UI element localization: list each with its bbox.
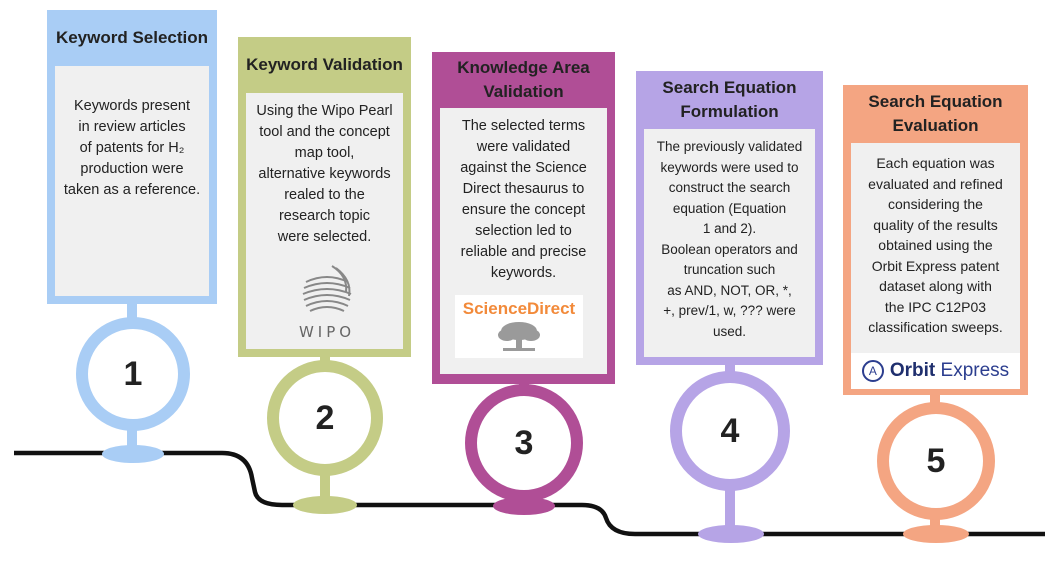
sciencedirect-logo-text: ScienceDirect	[462, 299, 576, 318]
step-2-description: Using the Wipo Pearl tool and the concep…	[246, 93, 403, 349]
step-5-title: Search Equation Evaluation	[868, 92, 1003, 135]
step-1-card: Keyword Selection Keywords present in re…	[47, 10, 217, 304]
step-1-description: Keywords present in review articles of p…	[55, 66, 209, 296]
step-3-marker: 3	[465, 384, 583, 502]
tree-icon	[498, 322, 540, 351]
step-2-marker: 2	[267, 360, 383, 476]
step-2-card: Keyword Validation Using the Wipo Pearl …	[238, 37, 411, 357]
step-4-card: Search Equation Formulation The previous…	[636, 71, 823, 365]
wipo-globe-icon	[302, 265, 352, 312]
step-4-title: Search Equation Formulation	[662, 78, 797, 121]
orbit-express-logo: A Orbit Express	[851, 353, 1020, 389]
step-2-title: Keyword Validation	[246, 55, 403, 74]
step-3-title: Knowledge Area Validation	[457, 58, 590, 101]
orbit-logo-text: Orbit Express	[889, 360, 1010, 381]
step-2-base	[293, 496, 357, 514]
step-4-description: The previously validated keywords were u…	[644, 129, 815, 357]
sciencedirect-logo: ScienceDirect	[455, 295, 583, 358]
orbit-logo-icon: A	[861, 360, 884, 382]
step-1-base	[102, 445, 164, 463]
step-5-description: Each equation was evaluated and refined …	[851, 143, 1020, 353]
step-1-title: Keyword Selection	[55, 28, 209, 47]
step-5-marker: 5	[877, 402, 995, 520]
step-4-base	[698, 525, 764, 543]
step-5-card: Search Equation Evaluation Each equation…	[843, 85, 1028, 395]
step-1-marker: 1	[76, 317, 190, 431]
step-4-marker: 4	[670, 371, 790, 491]
wipo-logo-text: WIPO	[298, 323, 356, 341]
step-5-base	[903, 525, 969, 543]
wipo-logo: WIPO	[292, 262, 362, 342]
step-3-base	[493, 497, 555, 515]
